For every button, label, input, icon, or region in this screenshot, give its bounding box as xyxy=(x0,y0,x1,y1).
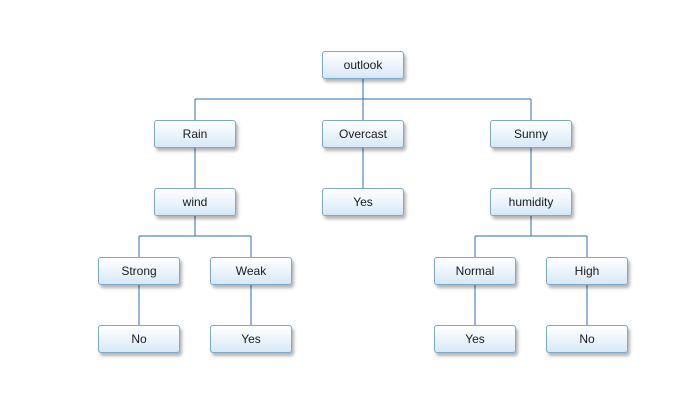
leaf-weak-yes: Yes xyxy=(210,325,292,353)
node-outlook: outlook xyxy=(322,51,404,79)
leaf-overcast-yes: Yes xyxy=(322,188,404,216)
node-rain: Rain xyxy=(154,120,236,148)
leaf-high-no: No xyxy=(546,325,628,353)
leaf-normal-yes: Yes xyxy=(434,325,516,353)
node-weak: Weak xyxy=(210,257,292,285)
node-normal: Normal xyxy=(434,257,516,285)
node-high: High xyxy=(546,257,628,285)
node-sunny: Sunny xyxy=(490,120,572,148)
node-wind: wind xyxy=(154,188,236,216)
leaf-strong-no: No xyxy=(98,325,180,353)
node-humidity: humidity xyxy=(490,188,572,216)
node-overcast: Overcast xyxy=(322,120,404,148)
node-strong: Strong xyxy=(98,257,180,285)
